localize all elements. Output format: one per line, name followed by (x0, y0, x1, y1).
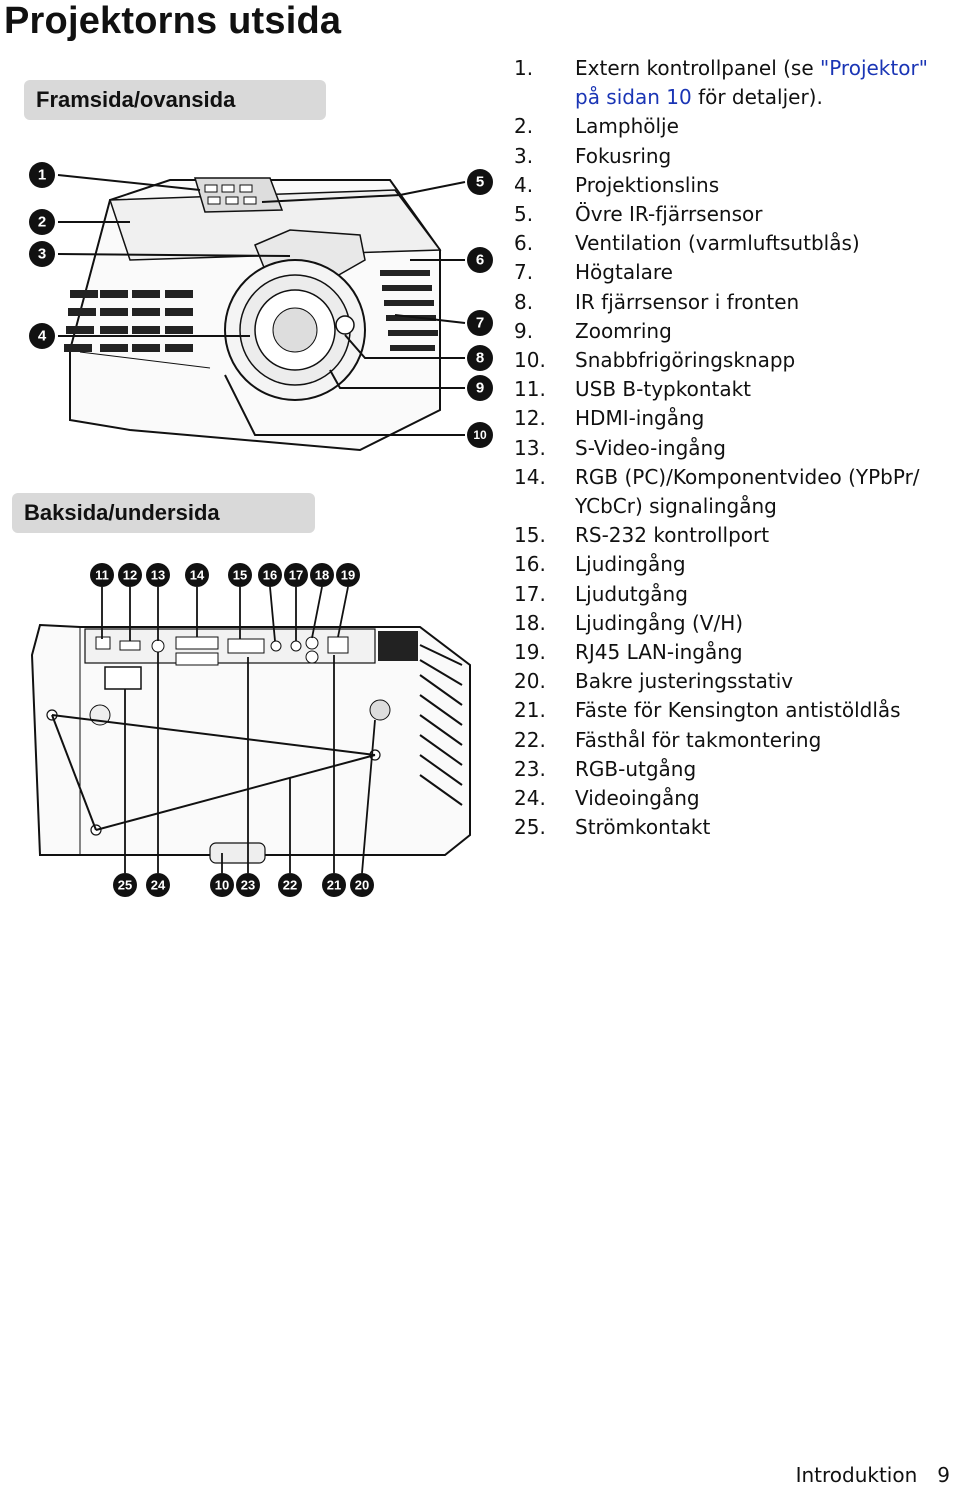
svg-text:12: 12 (123, 568, 137, 583)
list-item: 20.Bakre justeringsstativ (514, 669, 794, 694)
list-item: 3.Fokusring (514, 143, 672, 168)
list-item: 6.Ventilation (varmluftsutblås) (514, 231, 860, 256)
list-item: 11.USB B-typkontakt (514, 377, 752, 402)
svg-text:17: 17 (289, 568, 303, 583)
page-number: 9 (937, 1463, 950, 1487)
svg-text:16: 16 (263, 568, 277, 583)
callout-23: 23 (236, 873, 260, 897)
projector-back-diagram: 11 12 13 14 15 16 17 18 19 25 24 10 23 2… (30, 563, 471, 897)
back-section-label: Baksida/undersida (12, 493, 315, 533)
callout-4: 4 (29, 323, 55, 349)
svg-text:10: 10 (473, 428, 487, 442)
list-item: 9.Zoomring (514, 318, 672, 343)
list-item: 24.Videoingång (514, 786, 700, 811)
svg-text:19: 19 (341, 568, 355, 583)
svg-text:10: 10 (215, 878, 229, 893)
svg-text:3: 3 (38, 246, 46, 263)
projector-front-diagram: 1 2 3 4 5 6 7 8 9 10 (29, 162, 493, 452)
svg-text:23: 23 (241, 878, 255, 893)
svg-text:7: 7 (476, 315, 484, 332)
page-footer: Introduktion 9 (796, 1463, 950, 1487)
list-item: 25.Strömkontakt (514, 815, 711, 840)
callout-11: 11 (90, 563, 114, 587)
list-item: 13.S-Video-ingång (514, 435, 726, 460)
callout-16: 16 (258, 563, 282, 587)
callout-13: 13 (146, 563, 170, 587)
svg-text:24: 24 (151, 878, 166, 893)
list-item: 10.Snabbfrigöringsknapp (514, 348, 796, 373)
callout-9: 9 (467, 375, 493, 401)
list-item: 8.IR fjärrsensor i fronten (514, 289, 800, 314)
svg-text:22: 22 (283, 878, 297, 893)
callout-10-back: 10 (210, 873, 234, 897)
list-item: 7.Högtalare (514, 260, 673, 285)
callout-7: 7 (467, 310, 493, 336)
list-item: 21.Fäste för Kensington antistöldlås (514, 698, 901, 723)
list-item: 5.Övre IR-fjärrsensor (514, 202, 763, 227)
callout-18: 18 (310, 563, 334, 587)
list-item: 16.Ljudingång (514, 552, 686, 577)
callout-21: 21 (322, 873, 346, 897)
callout-14: 14 (185, 563, 209, 587)
svg-text:25: 25 (118, 878, 132, 893)
callout-12: 12 (118, 563, 142, 587)
list-item: 1. Extern kontrollpanel (se "Projektor" … (514, 56, 928, 110)
callout-5: 5 (467, 169, 493, 195)
svg-text:14: 14 (190, 568, 205, 583)
footer-section: Introduktion (795, 1463, 918, 1487)
parts-list: 1. Extern kontrollpanel (se "Projektor" … (514, 54, 954, 842)
callout-3: 3 (29, 241, 55, 267)
svg-text:5: 5 (476, 174, 484, 191)
svg-text:20: 20 (355, 878, 369, 893)
list-item: 19.RJ45 LAN-ingång (514, 640, 743, 665)
callout-19: 19 (336, 563, 360, 587)
list-item: 14.RGB (PC)/Komponentvideo (YPbPr/ YCbCr… (514, 464, 920, 519)
page-reference-link[interactable]: "Projektor" på sidan 10 (575, 56, 928, 110)
svg-text:11: 11 (95, 568, 109, 583)
callout-10: 10 (467, 422, 493, 448)
list-item: 17.Ljudutgång (514, 581, 688, 606)
svg-text:4: 4 (38, 328, 47, 345)
callout-8: 8 (467, 345, 493, 371)
svg-text:2: 2 (38, 214, 46, 231)
callout-1: 1 (29, 162, 55, 188)
svg-text:15: 15 (233, 568, 247, 583)
callout-15: 15 (228, 563, 252, 587)
callout-24: 24 (146, 873, 170, 897)
callout-25: 25 (113, 873, 137, 897)
svg-text:13: 13 (151, 568, 165, 583)
callout-6: 6 (467, 247, 493, 273)
list-item: 23.RGB-utgång (514, 756, 697, 781)
svg-text:6: 6 (476, 252, 484, 269)
list-item: 2.Lamphölje (514, 114, 679, 139)
page-title: Projektorns utsida (4, 0, 342, 42)
svg-text:9: 9 (476, 380, 484, 397)
list-item: 12.HDMI-ingång (514, 406, 705, 431)
callout-22: 22 (278, 873, 302, 897)
list-item: 22.Fästhål för takmontering (514, 727, 822, 752)
callout-20: 20 (350, 873, 374, 897)
callout-17: 17 (284, 563, 308, 587)
list-item: 15.RS-232 kontrollport (514, 523, 770, 548)
list-item: 4.Projektionslins (514, 172, 720, 197)
svg-text:21: 21 (327, 878, 341, 893)
front-section-label: Framsida/ovansida (24, 80, 326, 120)
list-item: 18.Ljudingång (V/H) (514, 610, 744, 635)
svg-text:8: 8 (476, 350, 484, 367)
callout-2: 2 (29, 209, 55, 235)
svg-text:18: 18 (315, 568, 329, 583)
svg-text:1: 1 (38, 167, 46, 184)
